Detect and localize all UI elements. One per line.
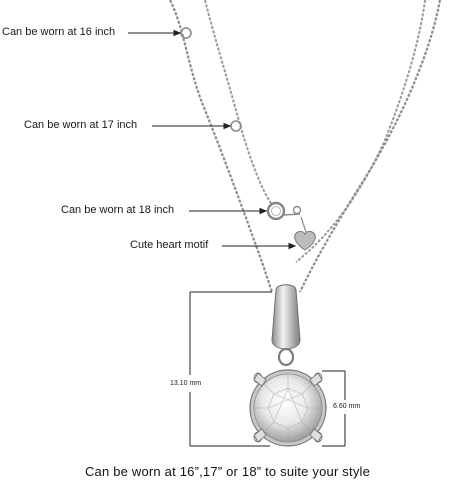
label-arrows <box>128 29 297 250</box>
inner-chain-left <box>204 0 273 206</box>
prong-tips <box>253 372 323 443</box>
inner-chain-right <box>295 0 426 263</box>
heart-charm <box>294 230 316 251</box>
loop-16-inch <box>180 27 192 39</box>
outer-chain-left <box>169 0 274 293</box>
width-dimension-lines <box>322 370 346 447</box>
label-worn-18-inch: Can be worn at 18 inch <box>61 204 175 216</box>
height-dimension-lines <box>189 291 272 447</box>
pendant-bail <box>271 284 301 350</box>
label-worn-17-inch: Can be worn at 17 inch <box>24 119 138 131</box>
clasp-jump-ring <box>292 205 302 215</box>
caption: Can be worn at 16”,17” or 18” to suite y… <box>84 464 371 479</box>
spring-ring-clasp <box>266 201 286 221</box>
label-heart-motif: Cute heart motif <box>130 239 209 251</box>
width-dimension-label: 6.60 mm <box>333 403 361 410</box>
heart-connector <box>300 216 307 233</box>
label-worn-16-inch: Can be worn at 16 inch <box>2 26 116 38</box>
clasp-inner <box>271 206 281 216</box>
bail-connector <box>277 347 295 367</box>
stone-facets <box>254 374 322 442</box>
height-dimension-label: 13.10 mm <box>170 380 202 387</box>
outer-chain-right <box>299 0 442 293</box>
